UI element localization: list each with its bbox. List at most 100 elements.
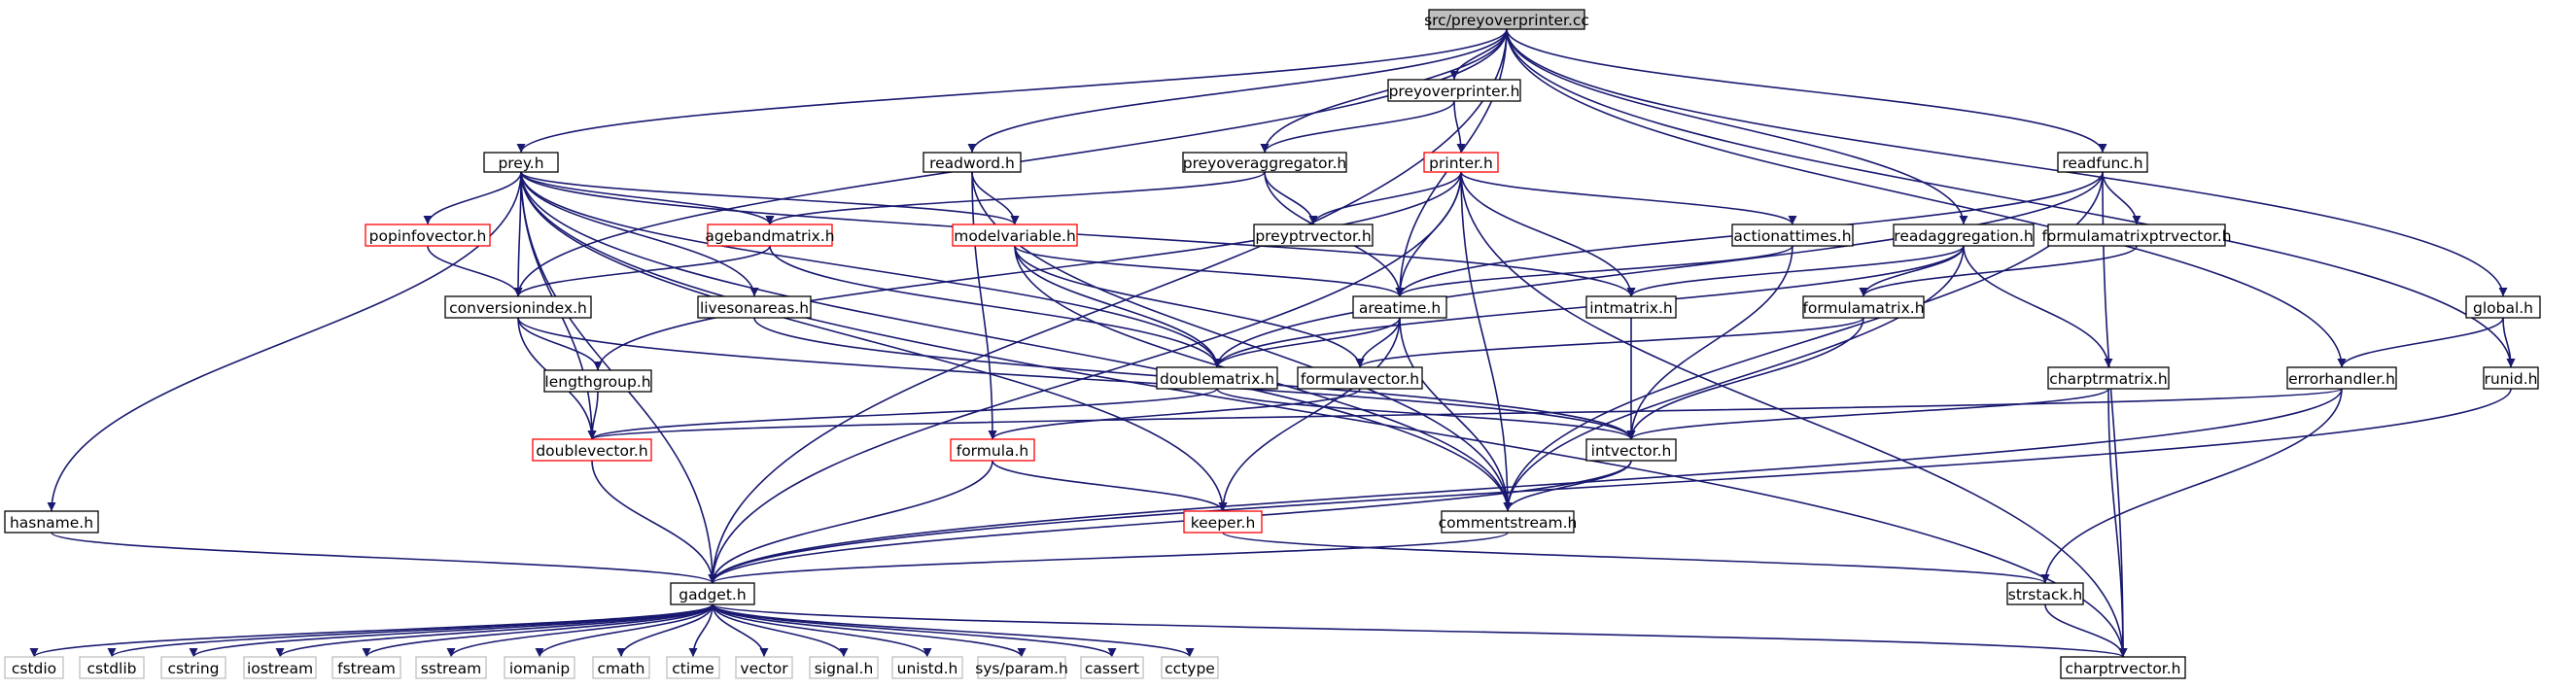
node-box: [2057, 152, 2148, 173]
edge-conversionindex_h-to-intvector_h: [517, 317, 1636, 440]
node-charptrvector-h[interactable]: charptrvector.h: [2060, 656, 2186, 679]
edge-errorhandler_h-to-gadget_h: [708, 388, 2343, 584]
node-lengthgroup-h[interactable]: lengthgroup.h: [543, 369, 652, 393]
node-livesonareas-h[interactable]: livesonareas.h: [697, 295, 812, 319]
node-box: [331, 656, 401, 679]
node-preyptrvector-h[interactable]: preyptrvector.h: [1253, 224, 1374, 247]
node-fstream: fstream: [331, 656, 401, 679]
node-box: [2060, 656, 2186, 679]
node-preyoverprinter-h[interactable]: preyoverprinter.h: [1387, 79, 1521, 102]
node-actionattimes-h[interactable]: actionattimes.h: [1731, 224, 1854, 247]
node-prey-h[interactable]: prey.h: [483, 152, 559, 173]
node-intvector-h[interactable]: intvector.h: [1585, 438, 1677, 462]
node-box: [2465, 295, 2541, 319]
node-preyoveraggregator-h[interactable]: preyoveraggregator.h: [1182, 152, 1347, 173]
node-printer-h[interactable]: printer.h: [1423, 152, 1499, 173]
edge-root-to-prey_h: [516, 28, 1508, 154]
edge-readword_h-to-commentstream_h: [971, 171, 1513, 512]
node-box: [1156, 366, 1278, 390]
node-label: readword.h: [929, 155, 1015, 172]
node-errorhandler-h[interactable]: errorhandler.h: [2286, 366, 2397, 390]
edge-prey_h-to-popinfovector_h: [423, 171, 522, 225]
edge-readword_h-to-modelvariable_h: [971, 171, 1020, 225]
node-box: [1183, 510, 1263, 534]
node-gadget-h[interactable]: gadget.h: [670, 582, 755, 605]
node-root[interactable]: src/preyoverprinter.cc: [1424, 9, 1589, 30]
node-conversionindex-h[interactable]: conversionindex.h: [444, 295, 592, 319]
node-box: [504, 656, 575, 679]
node-box: [1182, 152, 1347, 173]
edge-printer_h-to-charptrvector_h: [1460, 171, 2128, 658]
node-label: prey.h: [498, 155, 543, 172]
edge-gadget_h-to-vector: [712, 603, 769, 658]
node-strstack-h[interactable]: strstack.h: [2006, 582, 2084, 605]
node-box: [952, 224, 1078, 247]
node-formulavector-h[interactable]: formulavector.h: [1297, 366, 1423, 390]
node-label: runid.h: [2485, 370, 2538, 388]
node-label: charptrmatrix.h: [2049, 370, 2168, 388]
node-hasname-h[interactable]: hasname.h: [4, 510, 99, 534]
edge-commentstream_h-to-gadget_h: [708, 532, 1509, 584]
node-box: [1802, 295, 1925, 319]
node-box: [1893, 224, 2035, 247]
node-keeper-h[interactable]: keeper.h: [1183, 510, 1263, 534]
node-label: readaggregation.h: [1894, 227, 2033, 245]
node-box: [483, 152, 559, 173]
node-formulamatrix-h[interactable]: formulamatrix.h: [1802, 295, 1925, 319]
node-box: [243, 656, 317, 679]
node-label: modelvariable.h: [954, 227, 1076, 245]
node-doublevector-h[interactable]: doublevector.h: [532, 438, 652, 462]
node-doublematrix-h[interactable]: doublematrix.h: [1156, 366, 1278, 390]
node-label: intmatrix.h: [1589, 299, 1673, 317]
node-box: [79, 656, 145, 679]
edge-agebandmatrix_h-to-doublematrix_h: [769, 245, 1222, 368]
node-readfunc-h[interactable]: readfunc.h: [2057, 152, 2148, 173]
edge-gadget_h-to-sys_param_h: [712, 603, 1027, 658]
edge-global_h-to-errorhandler_h: [2337, 317, 2504, 368]
edge-formula_h-to-gadget_h: [708, 460, 993, 584]
edge-prey_h-to-livesonareas_h: [520, 171, 759, 297]
edge-root-to-readfunc_h: [1506, 28, 2107, 154]
node-box: [2006, 582, 2084, 605]
node-modelvariable-h[interactable]: modelvariable.h: [952, 224, 1078, 247]
node-box: [1080, 656, 1144, 679]
edge-errorhandler_h-to-strstack_h: [2040, 388, 2343, 584]
edge-charptrmatrix_h-to-intvector_h: [1626, 388, 2109, 440]
edge-gadget_h-to-iostream: [275, 603, 714, 658]
node-label: signal.h: [815, 660, 874, 677]
node-commentstream-h[interactable]: commentstream.h: [1439, 510, 1578, 534]
node-charptrmatrix-h[interactable]: charptrmatrix.h: [2047, 366, 2170, 390]
node-label: preyoveraggregator.h: [1183, 155, 1347, 172]
file-nodes: src/preyoverprinter.cc preyoverprinter.h p…: [4, 9, 2541, 679]
node-ctime: ctime: [666, 656, 720, 679]
edge-readaggregation_h-to-commentstream_h: [1503, 245, 1965, 512]
node-runid-h[interactable]: runid.h: [2483, 366, 2539, 390]
edge-root-to-runid_h: [1506, 28, 2516, 368]
node-areatime-h[interactable]: areatime.h: [1352, 295, 1447, 319]
edge-prey_h-to-hasname_h: [47, 171, 522, 512]
node-formulamatrixptrvector-h[interactable]: formulamatrixptrvector.h: [2041, 224, 2232, 247]
node-box: [1387, 79, 1521, 102]
node-unistd-h: unistd.h: [891, 656, 963, 679]
node-label: ctime: [672, 660, 714, 677]
node-label: formulavector.h: [1301, 370, 1419, 388]
edge-modelvariable_h-to-areatime_h: [1014, 245, 1405, 297]
node-vector: vector: [735, 656, 793, 679]
edge-errorhandler_h-to-doublevector_h: [588, 388, 2343, 440]
node-agebandmatrix-h[interactable]: agebandmatrix.h: [705, 224, 835, 247]
edge-readfunc_h-to-formulamatrixptrvector_h: [2102, 171, 2141, 225]
node-readword-h[interactable]: readword.h: [922, 152, 1022, 173]
node-readaggregation-h[interactable]: readaggregation.h: [1893, 224, 2035, 247]
node-box: [1352, 295, 1447, 319]
node-popinfovector-h[interactable]: popinfovector.h: [365, 224, 491, 247]
node-formula-h[interactable]: formula.h: [950, 438, 1035, 462]
node-global-h[interactable]: global.h: [2465, 295, 2541, 319]
edge-root-to-readaggregation_h: [1506, 28, 1968, 225]
node-label: charptrvector.h: [2066, 660, 2181, 677]
edge-conversionindex_h-to-lengthgroup_h: [517, 317, 603, 371]
node-intmatrix-h[interactable]: intmatrix.h: [1585, 295, 1677, 319]
edge-prey_h-to-charptrvector_h: [520, 171, 2128, 658]
node-label: cctype: [1165, 660, 1215, 677]
edge-root-to-readword_h: [967, 28, 1508, 154]
edge-areatime_h-to-doublematrix_h: [1212, 317, 1401, 368]
